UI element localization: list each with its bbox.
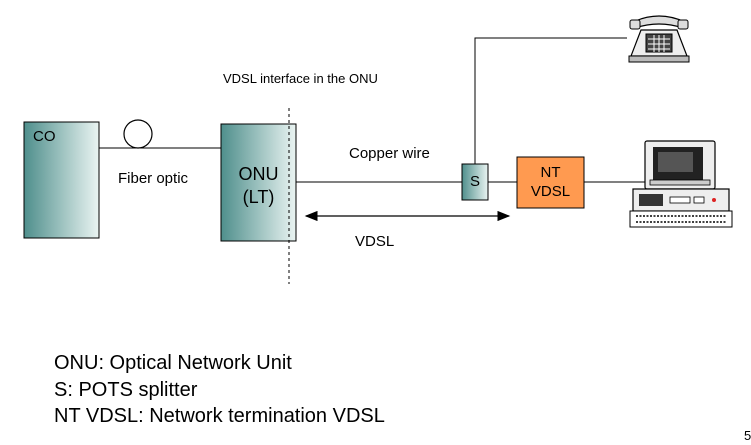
page-number: 5 — [744, 428, 751, 443]
computer-icon — [629, 140, 733, 228]
onu-label: ONU (LT) — [221, 163, 296, 208]
onu-label-line1: ONU — [238, 164, 279, 184]
splitter-box — [461, 163, 489, 201]
onu-label-line2: (LT) — [242, 186, 275, 207]
fiber-label: Fiber optic — [118, 170, 189, 187]
legend-onu: ONU: Optical Network Unit — [54, 352, 292, 374]
onu-box — [220, 123, 297, 242]
co-label: CO — [33, 128, 56, 145]
splitter-label: S — [469, 173, 480, 190]
phone-line — [474, 37, 627, 164]
legend-splitter: S: POTS splitter — [54, 379, 198, 401]
telephone-icon — [628, 15, 690, 63]
nt-label-line1: NT — [540, 164, 561, 181]
vdsl-label: VDSL — [355, 233, 395, 250]
copper-label: Copper wire — [349, 145, 430, 162]
co-box — [23, 121, 100, 239]
legend-nt-vdsl: NT VDSL: Network termination VDSL — [54, 405, 385, 427]
nt-label: NT VDSL — [517, 164, 584, 202]
nt-box — [516, 156, 585, 209]
interface-label: VDSL interface in the ONU — [223, 71, 378, 86]
fiber-spool — [123, 119, 153, 149]
nt-label-line2: VDSL — [530, 182, 571, 200]
